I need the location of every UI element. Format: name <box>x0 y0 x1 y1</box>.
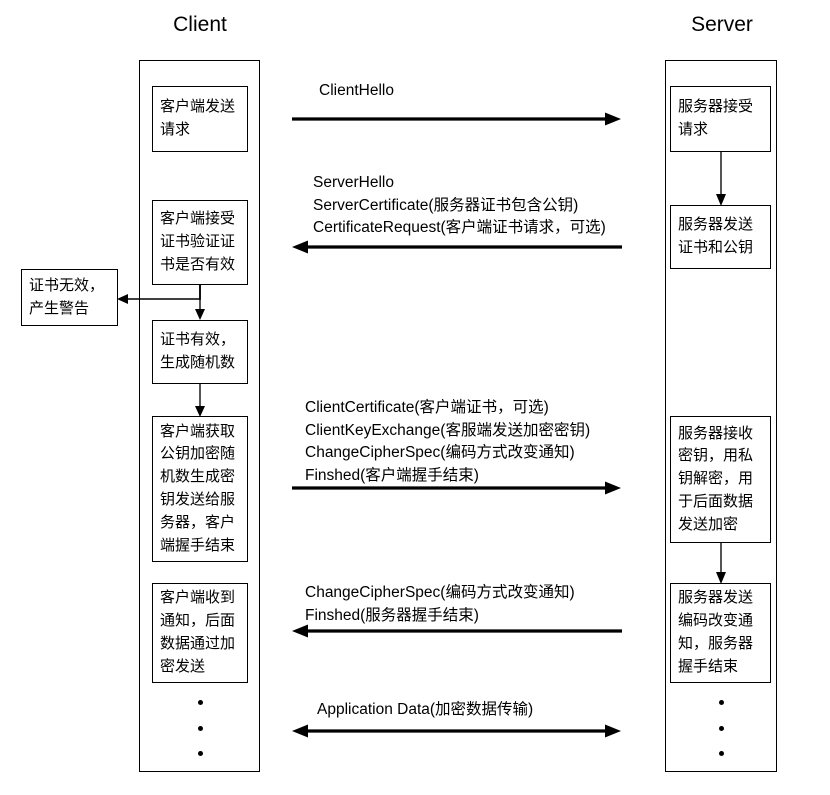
node-server-receive-key-label: 服务器接收密钥，用私钥解密，用于后面数据发送加密 <box>678 424 754 533</box>
continuation-dot <box>197 700 203 705</box>
message-arrow-server-hello <box>292 240 622 254</box>
continuation-dot <box>197 725 203 731</box>
message-line-server-change-cipher-1: ChangeCipherSpec(编码方式改变通知) <box>305 584 575 601</box>
message-line-client-key-exchange-2: ClientKeyExchange(客服端发送加密密钥) <box>305 421 591 439</box>
continuation-dot <box>718 700 724 705</box>
node-server-change-cipher: 服务器发送编码改变通知，服务器握手结束 <box>670 583 771 683</box>
message-line-server-change-cipher-2: Finshed(服务器握手结束) <box>305 606 479 624</box>
node-server-receive-key: 服务器接收密钥，用私钥解密，用于后面数据发送加密 <box>670 416 771 543</box>
node-client-verify-cert-label: 客户端接受证书验证证书是否有效 <box>160 210 236 273</box>
connector-server-receivekey-to-changecipher-arrow <box>713 543 729 585</box>
node-server-send-cert: 服务器发送证书和公钥 <box>670 205 771 269</box>
continuation-dot <box>718 751 724 756</box>
lifeline-client <box>139 60 260 772</box>
message-line-client-key-exchange-3: ChangeCipherSpec(编码方式改变通知) <box>305 444 575 462</box>
node-client-key-exchange: 客户端获取公钥加密随机数生成密钥发送给服务器，客户端握手结束 <box>152 416 248 562</box>
connector-cert-invalid-branch-arrow <box>113 285 205 311</box>
message-arrow-server-change-cipher <box>292 624 622 638</box>
message-line-server-hello-3: CertificateRequest(客户端证书请求，可选) <box>313 219 606 237</box>
continuation-dot <box>718 725 724 731</box>
node-client-send-request-label: 客户端发送请求 <box>160 98 236 138</box>
node-client-cert-valid-label: 证书有效，生成随机数 <box>160 331 236 371</box>
message-line-client-key-exchange-1: ClientCertificate(客户端证书，可选) <box>305 399 549 416</box>
message-arrow-client-hello <box>292 112 622 126</box>
message-line-server-hello-2: ServerCertificate(服务器证书包含公钥) <box>313 196 579 214</box>
node-server-send-cert-label: 服务器发送证书和公钥 <box>678 216 754 256</box>
continuation-dots-server <box>714 700 728 756</box>
node-server-change-cipher-label: 服务器发送编码改变通知，服务器握手结束 <box>678 589 754 675</box>
message-arrow-application-data <box>292 724 622 738</box>
message-label-client-hello: ClientHello <box>319 82 394 99</box>
node-client-cert-valid: 证书有效，生成随机数 <box>152 320 248 384</box>
connector-client-valid-to-keyexchange-arrow <box>192 384 208 418</box>
node-client-received-notice-label: 客户端收到通知，后面数据通过加密发送 <box>160 589 236 675</box>
actor-title-server: Server <box>691 13 753 36</box>
connector-server-accept-to-sendcert-arrow <box>713 152 729 207</box>
actor-title-client: Client <box>173 13 227 36</box>
continuation-dot <box>197 751 203 756</box>
node-client-received-notice: 客户端收到通知，后面数据通过加密发送 <box>152 583 248 683</box>
lifeline-server <box>665 60 777 772</box>
node-cert-invalid-label: 证书无效，产生警告 <box>29 276 105 317</box>
message-label-application-data: Application Data(加密数据传输) <box>317 701 534 718</box>
message-arrow-client-key-exchange <box>292 481 622 495</box>
message-line-server-hello-1: ServerHello <box>313 174 394 191</box>
message-label-client-key-exchange: ClientCertificate(客户端证书，可选) ClientKeyExch… <box>305 397 590 488</box>
node-client-key-exchange-label: 客户端获取公钥加密随机数生成密钥发送给服务器，客户端握手结束 <box>160 422 236 554</box>
message-label-server-change-cipher: ChangeCipherSpec(编码方式改变通知) Finshed(服务器握手结… <box>305 582 575 627</box>
continuation-dots-client <box>193 700 207 756</box>
node-client-verify-cert: 客户端接受证书验证证书是否有效 <box>152 200 248 285</box>
node-server-accept-request-label: 服务器接受请求 <box>678 98 754 138</box>
node-client-send-request: 客户端发送请求 <box>152 86 248 152</box>
node-server-accept-request: 服务器接受请求 <box>670 86 771 152</box>
node-cert-invalid: 证书无效，产生警告 <box>21 269 118 326</box>
message-line-client-key-exchange-4: Finshed(客户端握手结束) <box>305 466 479 484</box>
